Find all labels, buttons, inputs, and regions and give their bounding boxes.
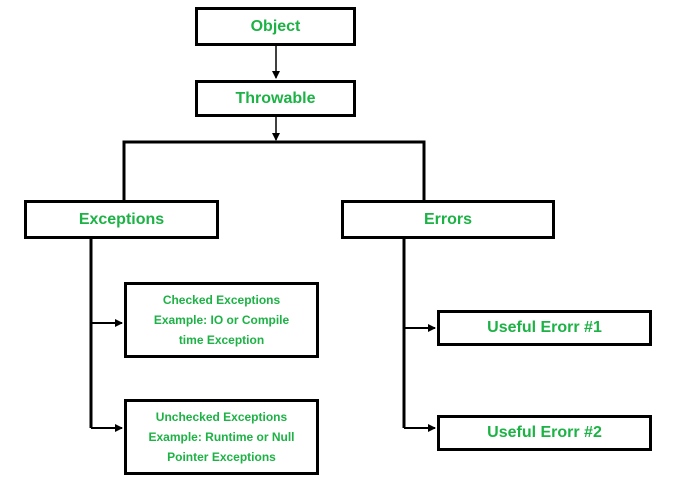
unchecked-line-3: Pointer Exceptions bbox=[167, 450, 276, 464]
object-node: Object bbox=[195, 7, 356, 46]
useful-error-1-node: Useful Erorr #1 bbox=[437, 310, 652, 346]
checked-line-2: Example: IO or Compile bbox=[153, 313, 290, 327]
checked-exceptions-node: Checked Exceptions Example: IO or Compil… bbox=[124, 282, 319, 358]
object-label: Object bbox=[250, 17, 301, 35]
throwable-label: Throwable bbox=[235, 89, 316, 107]
errors-label: Errors bbox=[423, 210, 473, 228]
unchecked-line-2: Example: Runtime or Null bbox=[148, 430, 295, 444]
useful-error-2-node: Useful Erorr #2 bbox=[437, 415, 652, 451]
useful-error-1-label: Useful Erorr #1 bbox=[487, 319, 602, 336]
branch-bracket bbox=[122, 140, 426, 200]
errors-node: Errors bbox=[341, 200, 555, 239]
throwable-node: Throwable bbox=[195, 80, 356, 117]
exceptions-label: Exceptions bbox=[78, 210, 165, 228]
exceptions-node: Exceptions bbox=[24, 200, 219, 239]
checked-line-3: time Exception bbox=[178, 333, 265, 347]
checked-line-1: Checked Exceptions bbox=[162, 293, 281, 307]
useful-error-2-label: Useful Erorr #2 bbox=[487, 424, 602, 441]
unchecked-line-1: Unchecked Exceptions bbox=[155, 410, 288, 424]
unchecked-exceptions-node: Unchecked Exceptions Example: Runtime or… bbox=[124, 399, 319, 475]
